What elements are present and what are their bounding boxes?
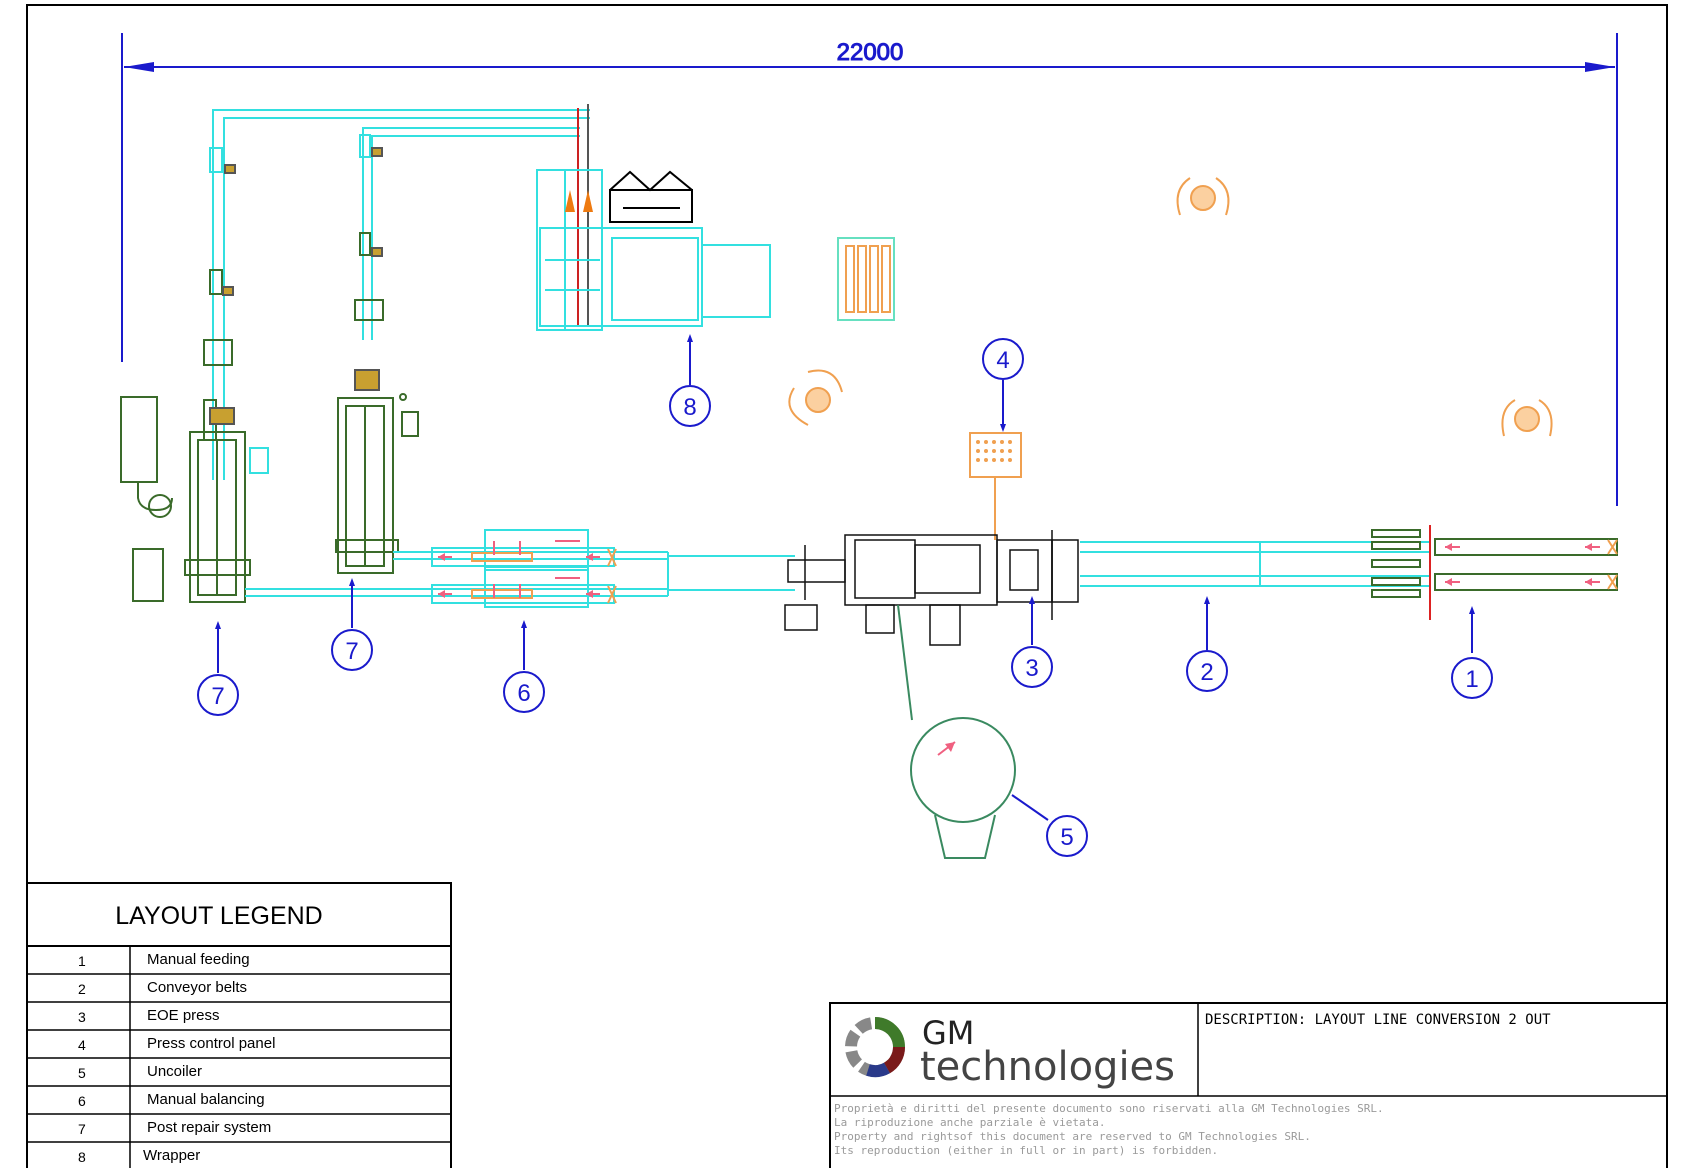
callout-2: 2 bbox=[1186, 596, 1228, 692]
description: DESCRIPTION: LAYOUT LINE CONVERSION 2 OU… bbox=[1205, 1012, 1551, 1028]
post-repair-system-left bbox=[120, 147, 269, 603]
svg-text:7: 7 bbox=[211, 683, 224, 710]
conveyor-belts bbox=[245, 541, 1430, 597]
callout-6: 6 bbox=[503, 620, 545, 713]
callout-5: 5 bbox=[1011, 794, 1088, 857]
rights-line: Property and rightsof this document are … bbox=[834, 1130, 1311, 1143]
callout-3: 3 bbox=[1011, 596, 1053, 688]
svg-text:Wrapper: Wrapper bbox=[143, 1147, 200, 1164]
svg-text:Uncoiler: Uncoiler bbox=[147, 1063, 202, 1080]
legend-row: 8 Wrapper bbox=[78, 1147, 200, 1165]
svg-text:7: 7 bbox=[78, 1121, 86, 1137]
callout-8: 8 bbox=[669, 334, 711, 427]
svg-text:2: 2 bbox=[1200, 659, 1213, 686]
callout-7-middle: 7 bbox=[331, 578, 373, 671]
svg-text:6: 6 bbox=[78, 1093, 86, 1109]
svg-text:Press control panel: Press control panel bbox=[147, 1035, 275, 1052]
legend-row: 1 Manual feeding bbox=[78, 951, 250, 969]
eoe-press bbox=[784, 530, 1079, 646]
svg-text:1: 1 bbox=[1465, 666, 1478, 693]
svg-text:8: 8 bbox=[683, 394, 696, 421]
legend-row: 6 Manual balancing bbox=[78, 1091, 265, 1109]
layout-legend: LAYOUT LEGEND 1 Manual feeding 2 Conveyo… bbox=[26, 882, 452, 1168]
rights-line: Proprietà e diritti del presente documen… bbox=[834, 1102, 1384, 1115]
svg-text:6: 6 bbox=[517, 680, 530, 707]
callouts: 1 2 3 4 5 6 7 bbox=[197, 334, 1493, 857]
logo-gm-text: GM bbox=[922, 1014, 974, 1052]
legend-row: 3 EOE press bbox=[78, 1007, 220, 1025]
svg-text:Post repair system: Post repair system bbox=[147, 1119, 271, 1136]
svg-text:5: 5 bbox=[78, 1065, 86, 1081]
legend-row: 4 Press control panel bbox=[78, 1035, 275, 1053]
sheet-frame bbox=[26, 4, 1668, 1168]
logo-tech-text: technologies bbox=[920, 1044, 1175, 1090]
legend-row: 7 Post repair system bbox=[78, 1119, 271, 1137]
callout-1: 1 bbox=[1451, 606, 1493, 699]
svg-text:3: 3 bbox=[78, 1009, 86, 1025]
svg-text:2: 2 bbox=[78, 981, 86, 997]
svg-text:8: 8 bbox=[78, 1149, 86, 1165]
svg-text:4: 4 bbox=[996, 347, 1009, 374]
svg-text:7: 7 bbox=[345, 638, 358, 665]
title-block: GM technologies DESCRIPTION: LAYOUT LINE… bbox=[829, 1002, 1668, 1168]
svg-text:5: 5 bbox=[1060, 824, 1073, 851]
post-repair-system-middle bbox=[335, 134, 419, 574]
callout-7-left: 7 bbox=[197, 621, 239, 716]
operator-icons bbox=[788, 177, 1553, 437]
gm-logo-icon bbox=[845, 1017, 906, 1078]
wrapper bbox=[536, 169, 771, 331]
rights-line: Its reproduction (either in full or in p… bbox=[834, 1144, 1218, 1157]
svg-text:EOE press: EOE press bbox=[147, 1007, 220, 1024]
overall-dimension: 22000 bbox=[121, 33, 1618, 506]
svg-text:3: 3 bbox=[1025, 655, 1038, 682]
uncoiler bbox=[897, 604, 1016, 859]
svg-text:Manual feeding: Manual feeding bbox=[147, 951, 250, 968]
svg-text:Conveyor belts: Conveyor belts bbox=[147, 979, 247, 996]
rights-line: La riproduzione anche parziale è vietata… bbox=[834, 1116, 1106, 1129]
return-conveyor bbox=[212, 104, 590, 480]
svg-text:4: 4 bbox=[78, 1037, 86, 1053]
svg-text:Manual balancing: Manual balancing bbox=[147, 1091, 265, 1108]
press-control-panel bbox=[969, 432, 1022, 540]
manual-feeding bbox=[1371, 525, 1618, 620]
svg-text:1: 1 bbox=[78, 953, 86, 969]
manual-balancing bbox=[431, 529, 617, 608]
pallet bbox=[837, 237, 895, 321]
legend-row: 5 Uncoiler bbox=[78, 1063, 202, 1081]
callout-4: 4 bbox=[982, 338, 1024, 432]
dimension-label: 22000 bbox=[837, 39, 904, 66]
legend-title: LAYOUT LEGEND bbox=[115, 902, 322, 930]
legend-row: 2 Conveyor belts bbox=[78, 979, 247, 997]
